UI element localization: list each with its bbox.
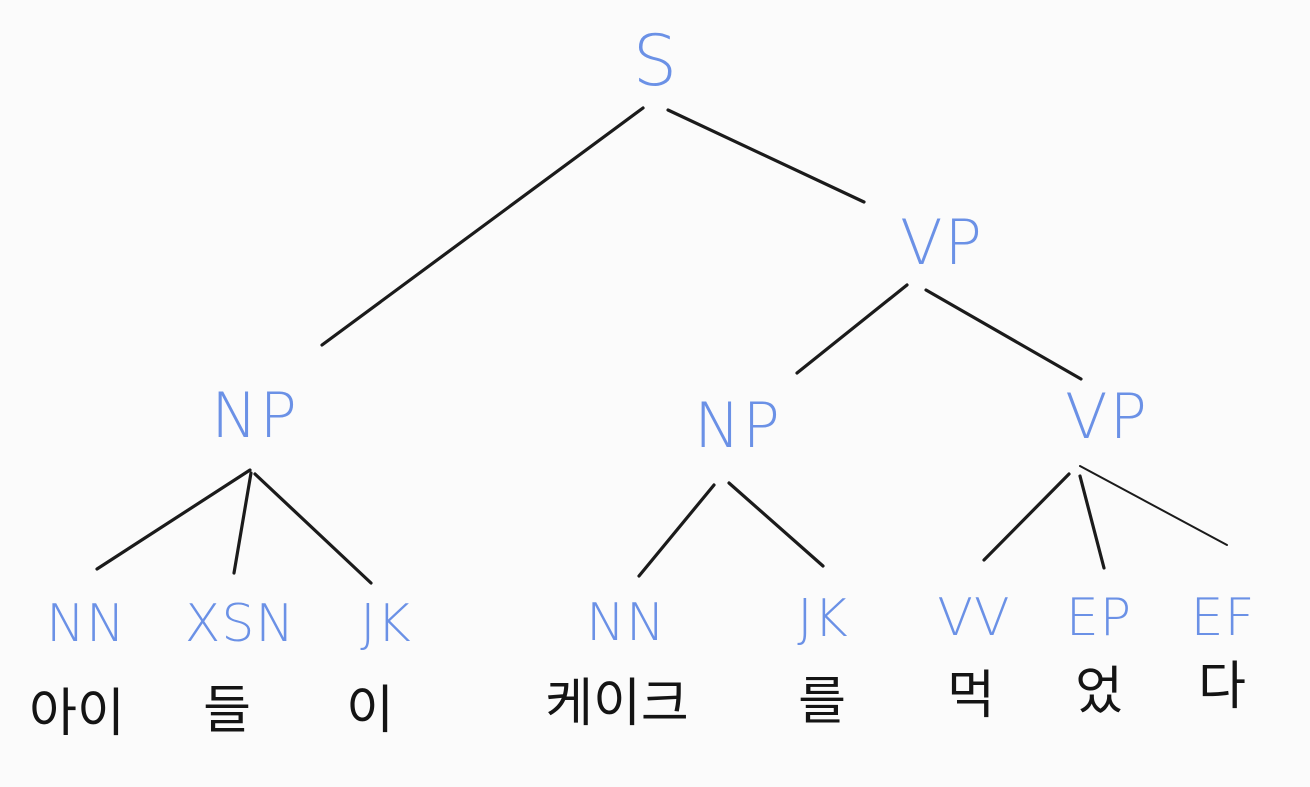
morpheme-word-8: 다 <box>1198 657 1246 717</box>
phrase-label-vp-inner: VP <box>1065 380 1149 453</box>
edge-np-xsn <box>232 471 253 575</box>
edge-vp2-vv <box>982 472 1071 562</box>
edge-vp2-ef <box>1079 465 1228 546</box>
phrase-label-vp-top: VP <box>900 206 984 279</box>
edge-vp-vp <box>924 288 1083 381</box>
pos-tag-ep: EP <box>1066 588 1132 648</box>
pos-tag-nn-2: NN <box>586 593 666 653</box>
edge-vp2-ep <box>1078 474 1106 570</box>
pos-tag-vv: VV <box>937 588 1010 648</box>
edge-s-np <box>320 106 645 347</box>
morpheme-word-2: 들 <box>203 681 251 741</box>
phrase-labels: S VP NP NP VP <box>211 20 1149 462</box>
pos-tag-xsn: XSN <box>185 594 296 654</box>
morpheme-word-1: 아이 <box>29 684 125 744</box>
morphemes: 아이 들 이 케이크 를 먹 었 다 <box>29 657 1246 744</box>
morpheme-word-3: 이 <box>346 681 394 741</box>
phrase-label-np-object: NP <box>694 389 782 462</box>
tree-edges <box>95 106 1228 585</box>
morpheme-word-5: 를 <box>798 672 846 732</box>
edge-vp-np <box>795 283 909 375</box>
morpheme-word-6: 먹 <box>947 666 995 726</box>
pos-tag-ef: EF <box>1191 588 1256 648</box>
morpheme-word-4: 케이크 <box>545 674 689 734</box>
pos-tag-jk-1: JK <box>360 594 411 654</box>
edge-np2-nn <box>637 483 716 578</box>
edge-s-vp <box>666 108 866 204</box>
root-label-s: S <box>633 20 677 102</box>
phrase-label-np-subject: NP <box>211 379 299 452</box>
pos-tags: NN XSN JK NN JK VV EP EF <box>46 588 1256 654</box>
edge-np2-jk <box>727 481 825 568</box>
pos-tag-nn-1: NN <box>46 594 126 654</box>
edge-np-nn <box>95 468 252 571</box>
pos-tag-jk-2: JK <box>797 589 848 649</box>
morpheme-word-7: 었 <box>1075 662 1123 722</box>
edge-np-jk <box>253 472 373 585</box>
